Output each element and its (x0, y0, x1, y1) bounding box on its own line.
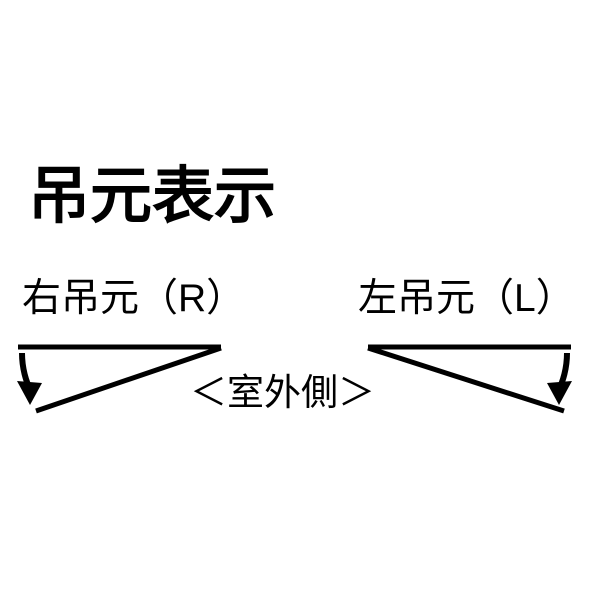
right-hinge-label: 右吊元（R） (22, 277, 246, 320)
left-hinge-panel (367, 344, 572, 414)
left-hinge-label: 左吊元（L） (358, 277, 575, 320)
page-title: 吊元表示 (28, 162, 277, 231)
left-hinge-swing-line (367, 345, 565, 414)
right-hinge-arrow-icon (17, 352, 42, 405)
left-hinge-arrow-icon (547, 352, 572, 405)
outside-side-label: ＜室外側＞ (190, 372, 375, 413)
